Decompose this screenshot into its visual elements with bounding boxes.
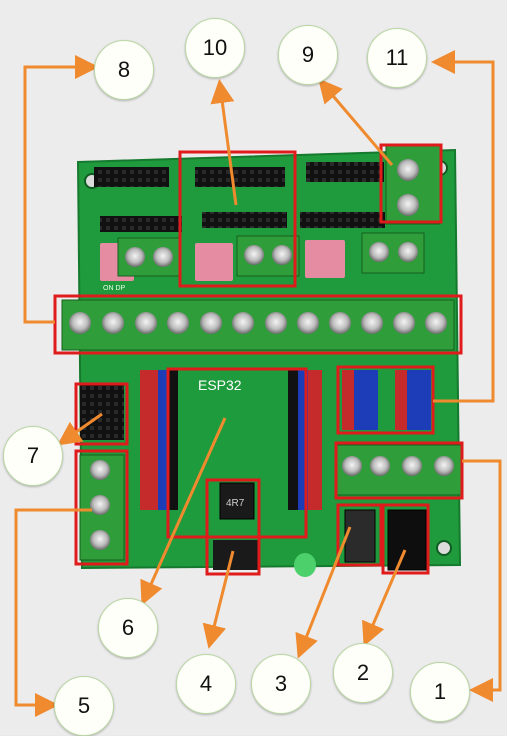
upper-terminals (117, 232, 425, 277)
inductor (219, 482, 255, 520)
callout-7: 7 (3, 426, 63, 486)
callout-2: 2 (333, 643, 393, 703)
servo-headers (342, 370, 431, 430)
callout-1: 1 (410, 662, 470, 722)
callout-9: 9 (278, 25, 338, 85)
motor-terminal-row (61, 299, 455, 351)
left-power-terminal (79, 454, 125, 561)
mounting-hole (436, 540, 452, 556)
callout-6: 6 (98, 598, 158, 658)
dc-jack (387, 509, 427, 571)
right-terminal-row (336, 444, 463, 496)
callout-8: 8 (94, 40, 154, 100)
top-headers (94, 162, 385, 232)
inductor-marking: 4R7 (226, 498, 245, 509)
dip-label: ON DP (103, 285, 126, 292)
callout-3: 3 (251, 654, 311, 714)
regulator-ic (213, 540, 258, 570)
esp32-chip-label: ESP32 (198, 377, 242, 393)
callout-4: 4 (176, 654, 236, 714)
power-terminal-top-right (385, 145, 441, 225)
esp32-socket: ESP32 (140, 370, 322, 520)
callout-5: 5 (54, 676, 114, 736)
highlight-boxes (53, 143, 464, 576)
leader-lines (14, 50, 502, 717)
left-spi-header (80, 385, 124, 440)
status-led (294, 553, 316, 577)
slide-switch (344, 509, 376, 563)
callout-10: 10 (185, 18, 245, 78)
callout-11: 11 (367, 28, 427, 88)
